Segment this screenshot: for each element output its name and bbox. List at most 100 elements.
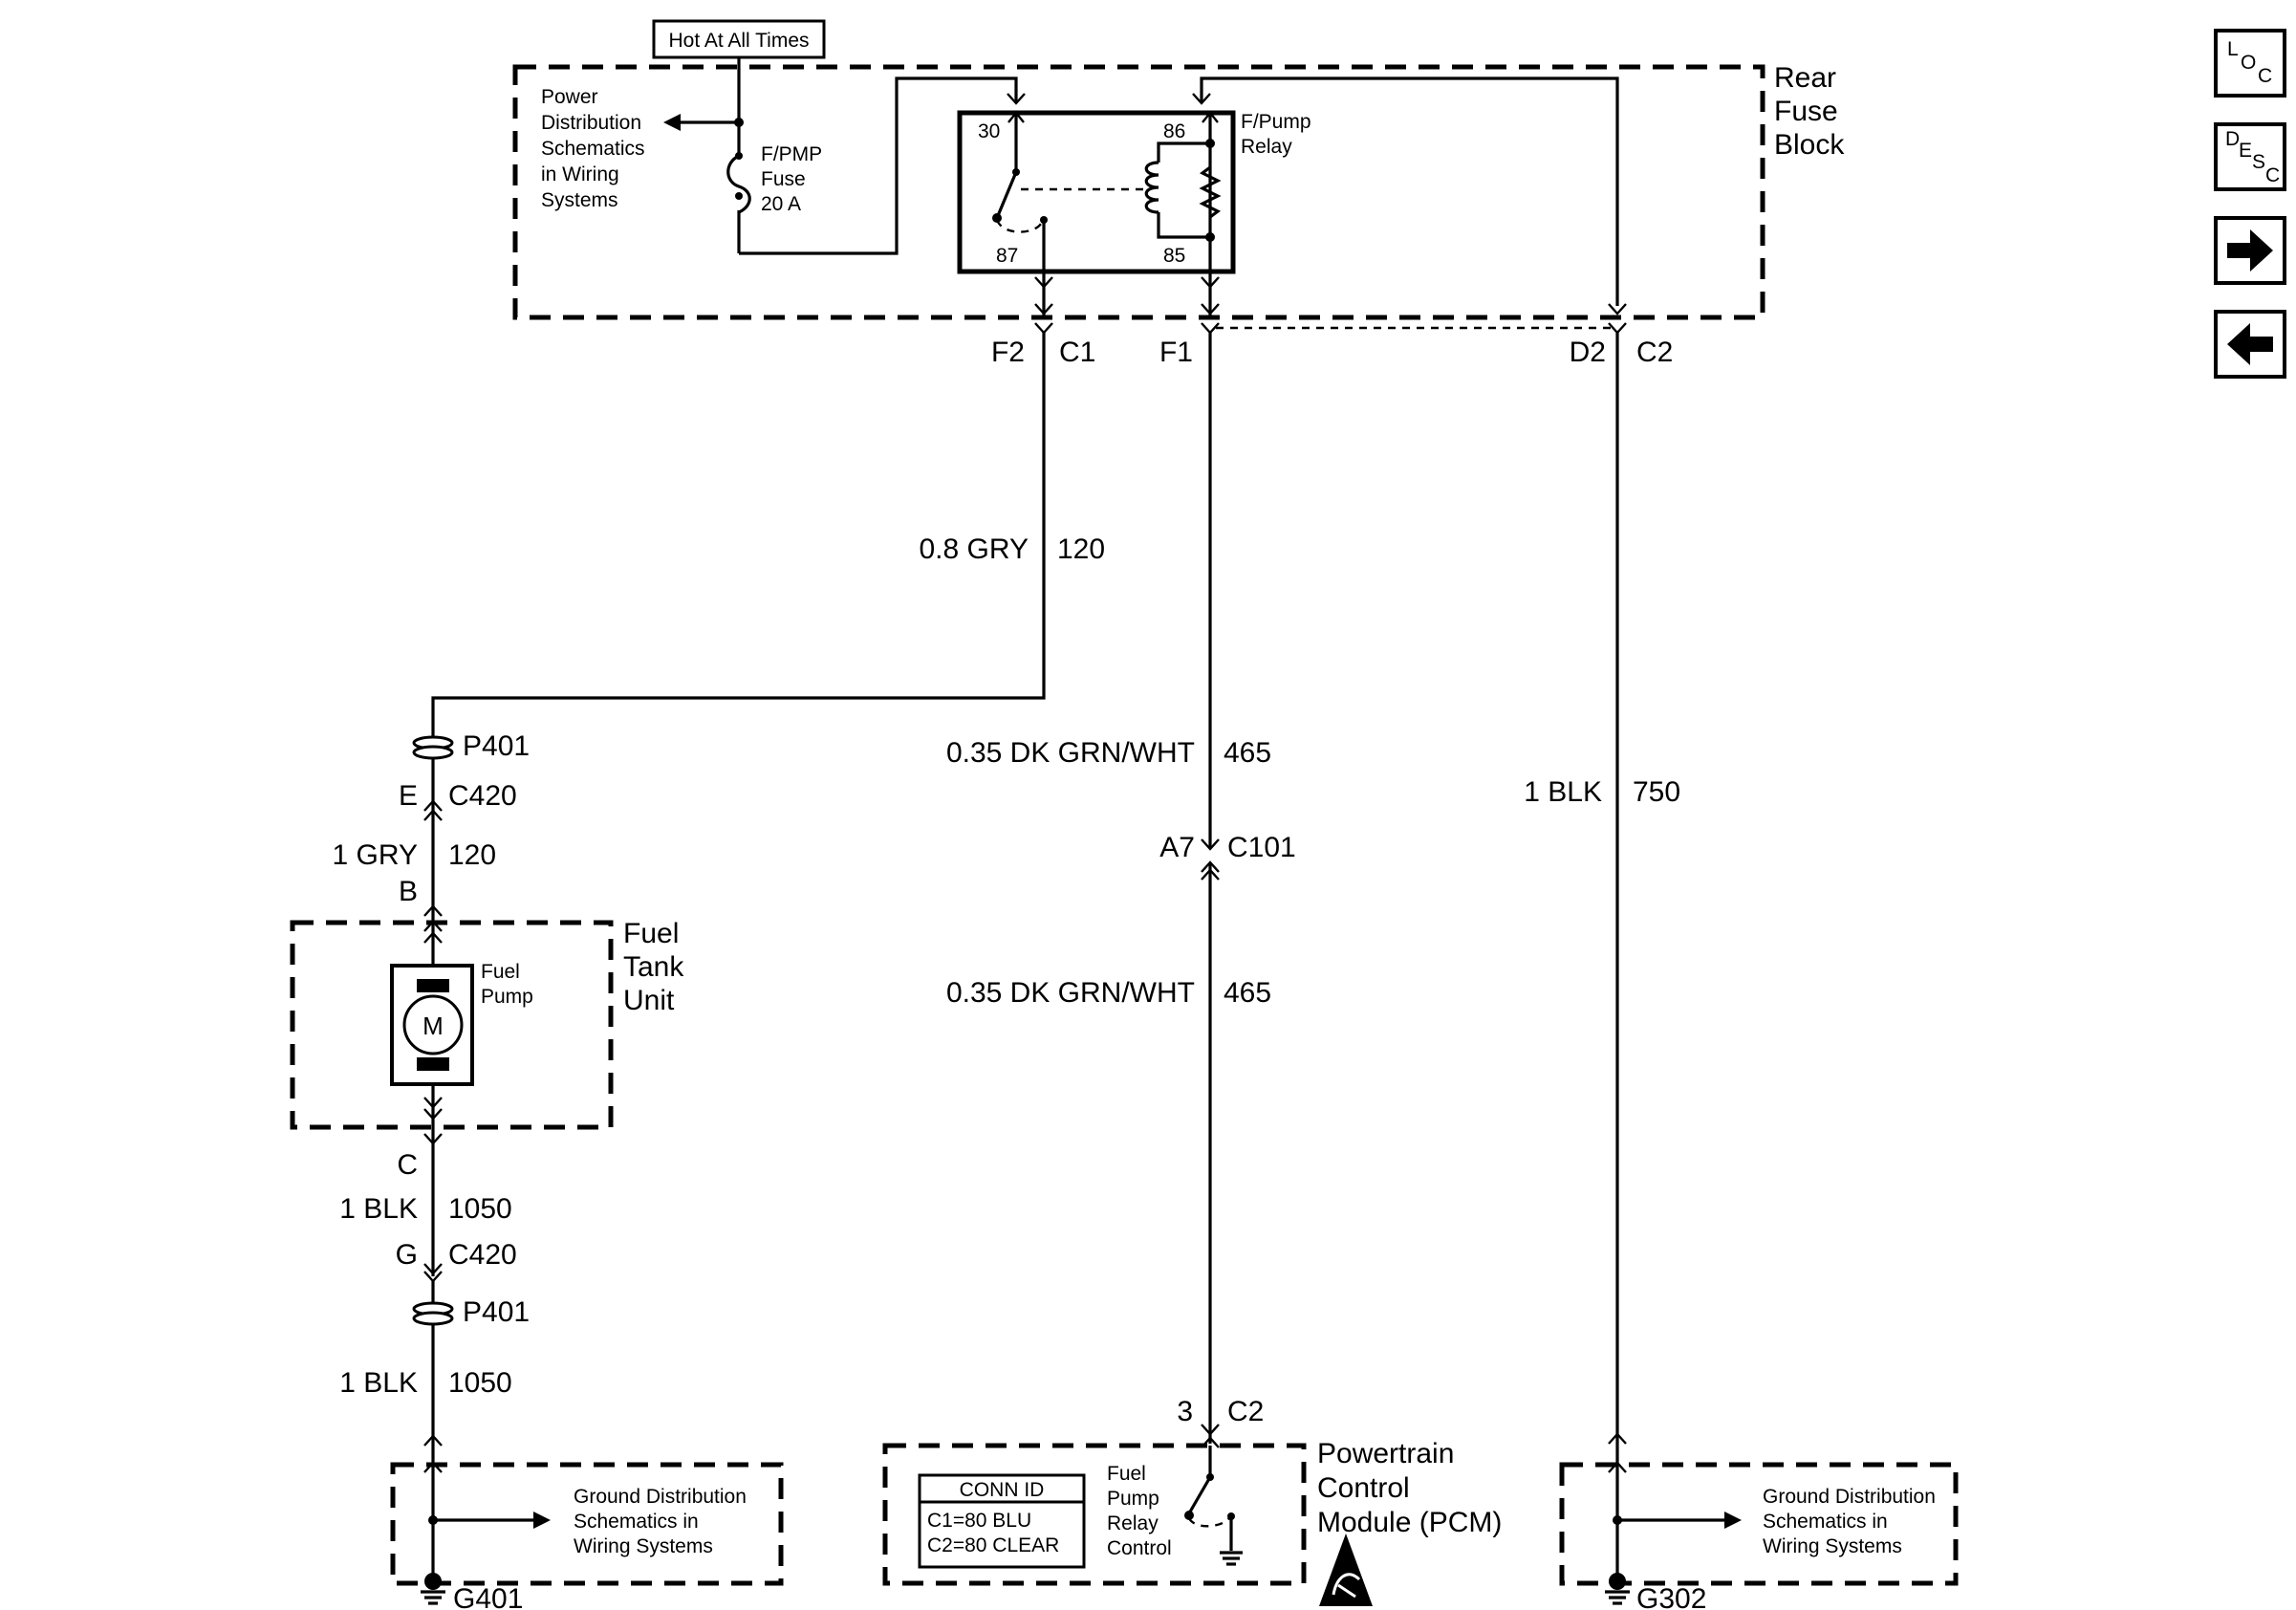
connector-pin-3-label: 3	[1177, 1396, 1193, 1427]
power-distribution-text-1: Power	[541, 86, 598, 108]
relay-control-circuit: 0.35 DK GRN/WHT 465 A7 C101 0.35 DK GRN/…	[946, 333, 1296, 1448]
pcm-control-text-3: Relay	[1107, 1512, 1159, 1534]
desc-letter-s: S	[2252, 151, 2265, 173]
loc-button[interactable]: L O C	[2214, 29, 2286, 98]
connector-arrow-icon	[1192, 93, 1211, 105]
connector-arrow-icon	[1201, 276, 1220, 289]
loc-letter-c: C	[2258, 65, 2272, 87]
relay-label-1: F/Pump	[1241, 111, 1311, 133]
fuse-label-1: F/PMP	[761, 143, 822, 165]
loc-letter-o: O	[2241, 52, 2256, 74]
relay-pin-87: 87	[996, 245, 1018, 267]
fuel-pump-relay-box	[957, 110, 1236, 274]
connector-arrow-icon	[423, 931, 443, 944]
previous-page-button[interactable]	[2214, 310, 2286, 379]
wire-blk-1050a-color: 1 BLK	[339, 1193, 418, 1225]
connector-arrow-icon	[1201, 1424, 1220, 1436]
wire-08-gry-color: 0.8 GRY	[919, 533, 1029, 565]
fuel-tank-unit-title-2: Tank	[623, 951, 684, 983]
connector-arrow-icon	[1034, 276, 1053, 289]
connector-arrow-icon	[423, 799, 443, 812]
connector-arrow-icon	[423, 1461, 443, 1473]
hot-at-all-times-label: Hot At All Times	[652, 19, 826, 59]
pcm-control-text-4: Control	[1107, 1537, 1172, 1559]
connector-c420-bottom-label: C420	[448, 1239, 517, 1271]
ground-left-text-1: Ground Distribution	[574, 1486, 747, 1508]
wire-blk-750-circuit: 750	[1633, 776, 1680, 808]
conn-id-table: CONN ID C1=80 BLU C2=80 CLEAR	[918, 1473, 1086, 1569]
wire-dkgrn-upper-color: 0.35 DK GRN/WHT	[946, 737, 1195, 769]
power-distribution-text-2: Distribution	[541, 112, 641, 134]
wire-blk-1050a-circuit: 1050	[448, 1193, 512, 1225]
pcm-title-1: Powertrain	[1317, 1438, 1454, 1469]
pcm-title-2: Control	[1317, 1472, 1410, 1504]
fuel-tank-unit-title-3: Unit	[623, 985, 675, 1016]
ground-symbol-icon	[1605, 1573, 1630, 1605]
conn-id-c2: C2=80 CLEAR	[927, 1534, 1059, 1556]
splice-dot	[734, 118, 744, 127]
fuel-pump-motor-icon: M	[390, 964, 474, 1086]
relay-coil-ground-circuit: 1 BLK 750	[1524, 333, 1680, 1574]
connector-d2-label: D2	[1570, 337, 1606, 368]
wire-1-gry-circuit: 120	[448, 839, 496, 871]
arrow-right-icon	[1724, 1512, 1742, 1529]
connector-c420-top-label: C420	[448, 780, 517, 812]
ground-g401-outline	[390, 1462, 784, 1586]
connector-arrow-icon	[1201, 838, 1220, 851]
connector-arrow-icon	[1201, 303, 1220, 315]
connector-arrow-icon	[1034, 322, 1053, 335]
connector-arrow-icon	[1201, 860, 1220, 873]
fuel-pump-feed-circuit: 0.8 GRY 120 P401 E C420 1 GRY 120 B	[333, 333, 1105, 923]
rear-fuse-block-title-1: Rear	[1774, 62, 1836, 94]
fuel-pump-label-2: Pump	[481, 986, 533, 1008]
desc-letter-c: C	[2265, 164, 2280, 186]
arrow-right-icon	[2227, 229, 2273, 272]
connector-arrow-icon	[423, 1263, 443, 1275]
connector-arrow-icon	[1608, 1432, 1627, 1445]
hot-at-all-times-text: Hot At All Times	[668, 30, 809, 52]
rear-fuse-block-title-2: Fuse	[1774, 96, 1838, 127]
wire-blk-1050b-color: 1 BLK	[339, 1367, 418, 1399]
p401-top-label: P401	[463, 730, 530, 762]
rear-fuse-block: Rear Fuse Block Power Distribution Schem…	[512, 57, 1845, 320]
relay-86-to-d2-wire	[1200, 76, 1619, 306]
connector-f2-label: F2	[991, 337, 1025, 368]
fuse-to-relay-30-wire	[739, 76, 1018, 255]
desc-button[interactable]: D E S C	[2214, 122, 2286, 191]
arrow-left-icon	[663, 114, 681, 131]
wire-08-gry-circuit: 120	[1057, 533, 1105, 565]
pcm-driver-switch-icon	[1184, 1446, 1243, 1566]
ground-right-text-1: Ground Distribution	[1763, 1486, 1936, 1508]
conn-id-header: CONN ID	[960, 1479, 1045, 1501]
wire-dkgrn-lower-circuit: 465	[1224, 977, 1271, 1009]
connector-b-label: B	[399, 876, 418, 907]
relay-switch-icon	[992, 111, 1143, 272]
arrow-right-icon	[533, 1512, 551, 1529]
connector-arrow-icon	[423, 1097, 443, 1109]
esd-warning-icon	[1319, 1534, 1373, 1606]
conn-id-c1: C1=80 BLU	[927, 1510, 1031, 1532]
ground-g401: Ground Distribution Schematics in Wiring…	[390, 1453, 784, 1610]
ground-symbol-icon	[421, 1573, 445, 1605]
connector-arrow-icon	[1608, 322, 1627, 335]
connector-e-label: E	[399, 780, 418, 812]
power-distribution-text-5: Systems	[541, 189, 618, 211]
wire-blk-750-color: 1 BLK	[1524, 776, 1602, 808]
connector-arrow-icon	[423, 920, 443, 932]
power-distribution-text-4: in Wiring	[541, 163, 619, 185]
desc-letter-d: D	[2225, 128, 2240, 150]
wire-dkgrn-upper-circuit: 465	[1224, 737, 1271, 769]
fuse-label-3: 20 A	[761, 193, 801, 215]
p401-connector-icon	[412, 735, 454, 760]
relay-coil-icon	[1144, 111, 1222, 272]
ground-left-text-3: Wiring Systems	[574, 1535, 713, 1557]
rear-fuse-block-title-3: Block	[1774, 129, 1845, 161]
pcm-outline	[882, 1443, 1307, 1586]
connector-g-label: G	[396, 1239, 418, 1271]
fuse-label-2: Fuse	[761, 168, 806, 190]
next-page-button[interactable]	[2214, 216, 2286, 285]
arrow-left-icon	[2227, 323, 2273, 365]
power-distribution-text-3: Schematics	[541, 138, 645, 160]
fuel-tank-unit-outline	[290, 920, 614, 1130]
